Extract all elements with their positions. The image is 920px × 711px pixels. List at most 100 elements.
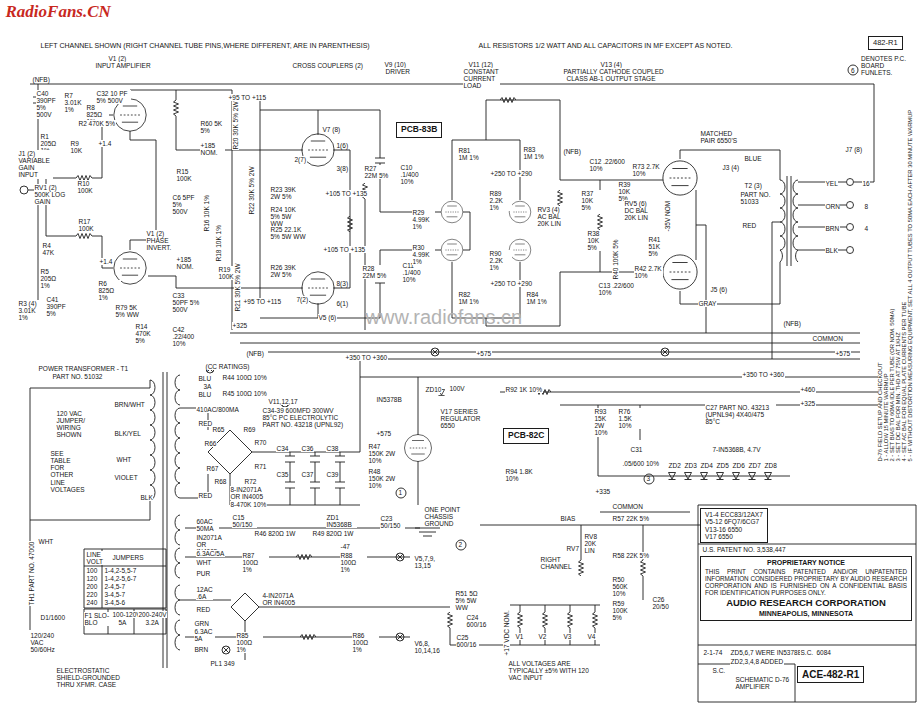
- component-label: 2(7): [294, 156, 307, 163]
- use-shape: [733, 473, 740, 480]
- use-shape: [296, 555, 312, 560]
- component-label: C10 .1/400 10%: [400, 164, 425, 185]
- component-label: RV7: [566, 545, 580, 552]
- pcb-box: PCB-83B: [396, 122, 442, 138]
- component-label: +350 TO +360: [742, 371, 785, 378]
- component-label: C38: [326, 445, 339, 452]
- circle-shape: [847, 247, 854, 254]
- pcb-box: PCB-82C: [503, 428, 549, 444]
- component-label: RED: [742, 222, 757, 229]
- path-shape: [285, 452, 345, 505]
- component-label: R46 820Ω 1W: [254, 530, 296, 537]
- component-label: R57 22K 5%: [612, 515, 650, 522]
- component-label: +575: [835, 350, 851, 357]
- circle-shape: [20, 186, 28, 194]
- component-label: VIOLET: [114, 474, 138, 481]
- component-label: R92 1K 10%: [505, 386, 543, 393]
- component-label: ZD1 IN5368B: [326, 514, 357, 528]
- component-label: D1/1600: [40, 614, 66, 621]
- component-label: +17 VDC NOM.: [503, 610, 510, 656]
- component-label: R89 2.2K 1%: [489, 190, 512, 211]
- component-label: R71: [254, 463, 267, 470]
- component-label: PUR: [196, 570, 211, 577]
- component-label: JUMPERS: [112, 554, 144, 561]
- component-label: BLK: [825, 247, 838, 254]
- component-label: J3 (4): [722, 164, 740, 171]
- component-label: V17 SERIES REGULATOR 6550: [440, 408, 481, 429]
- component-label: R50 560K 10%: [612, 576, 637, 597]
- component-label: R47 150K 2W 10%: [368, 443, 397, 464]
- component-label: +325: [800, 400, 816, 407]
- component-label: C13 .22/600 10%: [598, 282, 635, 296]
- use-shape: [222, 646, 230, 654]
- component-label: R70: [254, 439, 267, 446]
- component-label: (NFB): [783, 320, 801, 327]
- component-label: V2: [538, 633, 547, 640]
- box-text: ACE-482-R1: [802, 669, 859, 680]
- component-label: C6 5PF 5% 500V: [172, 194, 199, 215]
- component-label: R24 10K 5% 5W WW: [270, 206, 305, 227]
- use-shape: [765, 473, 772, 480]
- component-label: R27 22M 5%: [364, 165, 389, 179]
- component-label: RED: [196, 606, 211, 613]
- component-label: YEL: [825, 180, 838, 187]
- use-shape: [579, 560, 584, 576]
- use-shape: [663, 255, 697, 289]
- use-shape: [558, 190, 563, 206]
- component-label: 6(1): [336, 300, 349, 307]
- use-shape: [500, 98, 516, 103]
- path-shape: [28, 115, 113, 268]
- component-label: BRN: [194, 646, 209, 653]
- component-label: +95 TO +115: [243, 298, 282, 305]
- component-label: 220: [86, 591, 98, 598]
- component-label: BLUE: [744, 155, 762, 162]
- callout-number: 6: [851, 67, 856, 74]
- component-label: -35V NOM: [664, 200, 671, 232]
- component-label: C34: [276, 445, 289, 452]
- component-label: R42 2.7K 10%: [634, 265, 663, 279]
- circle-shape: [396, 488, 406, 498]
- component-label: R44 100Ω 10%: [222, 374, 267, 381]
- component-label: 200-240V: [138, 611, 167, 618]
- box-text: MINNEAPOLIS, MINNESOTA: [705, 610, 907, 618]
- component-label: GRN: [194, 620, 209, 627]
- setup-note: 5 - IF WITHOUT DISTORTION MEASURING EQUI…: [908, 109, 914, 462]
- component-label: R90 2.2K 1%: [489, 250, 512, 271]
- component-label: 410AC/800MA: [196, 406, 239, 413]
- component-label: RV1 (2) 500K LOG GAIN: [34, 184, 69, 205]
- use-shape: [663, 161, 697, 195]
- path-shape: [84, 549, 166, 634]
- component-label: BLK/YEL: [114, 430, 141, 437]
- component-label: R45 100Ω 10%: [222, 390, 267, 397]
- path-shape: [680, 150, 780, 333]
- component-label: COMMON: [612, 503, 643, 510]
- component-label: PL1 349: [210, 660, 235, 667]
- component-label: +1.4: [98, 140, 112, 147]
- component-label: +105 TO +135: [323, 246, 366, 253]
- component-label: V5 (6): [318, 314, 337, 321]
- use-shape: [717, 473, 724, 480]
- component-label: BLK: [140, 494, 153, 501]
- component-label: BLU: [198, 375, 212, 382]
- component-label: J7 (8): [845, 146, 863, 153]
- component-label: R66: [204, 440, 217, 447]
- path-shape: [175, 375, 180, 650]
- component-label: (NFB): [246, 350, 264, 357]
- component-label: R30 4.99K 1%: [412, 244, 435, 265]
- component-label: ONE POINT CHASSIS GROUND: [424, 506, 465, 527]
- path-shape: [780, 176, 798, 266]
- component-label: -47: [340, 543, 350, 550]
- component-label: R60 5K 5%: [200, 120, 223, 134]
- box-text: AUDIO RESEARCH CORPORATION: [705, 598, 907, 609]
- component-label: R88 100Ω 1%: [340, 552, 367, 573]
- setup-note: 1 - ALLOW 15 MINUTE WARMUP: [884, 373, 890, 462]
- component-label: BLU: [198, 391, 212, 398]
- use-shape: [302, 134, 334, 166]
- path-shape: [185, 557, 410, 637]
- use-shape: [661, 348, 669, 356]
- component-label: 16: [862, 180, 870, 187]
- component-label: 100: [86, 567, 98, 574]
- use-shape: [300, 635, 316, 640]
- path-shape: [150, 380, 155, 500]
- component-label: 4: [864, 225, 869, 232]
